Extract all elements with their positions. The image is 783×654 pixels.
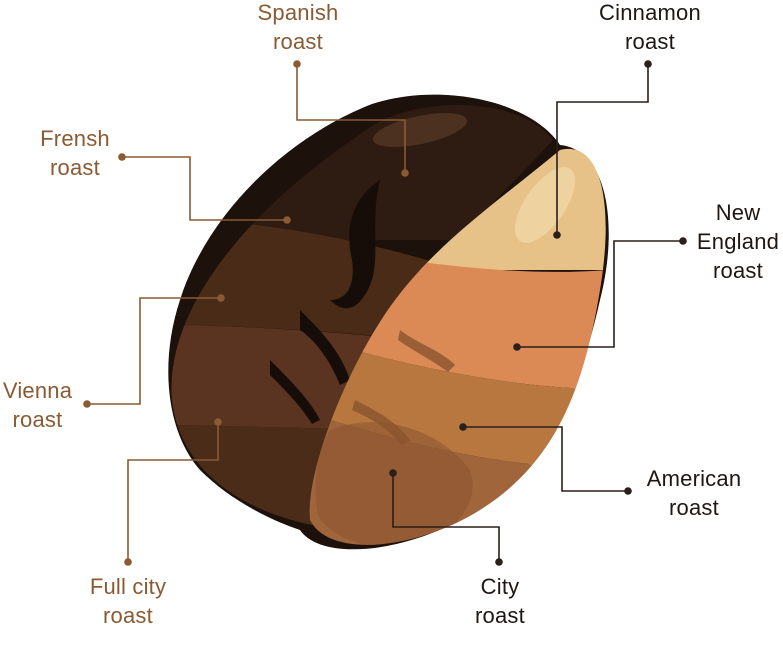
leader-frensh: [122, 156, 287, 221]
label-frensh-line2: roast: [50, 155, 100, 180]
dot-spanish-label: [293, 60, 301, 68]
label-cinnamon-line2: roast: [625, 29, 675, 54]
leader-cinnamon: [556, 64, 649, 235]
label-cinnamon-line1: Cinnamon: [599, 0, 701, 25]
label-spanish-line2: roast: [273, 29, 323, 54]
label-city-line1: City: [480, 574, 520, 599]
bean-highlight: [372, 113, 468, 147]
city-darker-lobe: [315, 422, 473, 545]
label-vienna-roast: Vienna roast: [0, 376, 85, 434]
label-new-england-line1: New: [715, 200, 761, 225]
label-frensh-line1: Frensh: [40, 126, 110, 151]
dot-vienna-bean: [217, 294, 225, 302]
dot-american-bean: [459, 423, 467, 431]
label-spanish-roast: Spanish roast: [248, 0, 348, 56]
dot-new-england-bean: [513, 343, 521, 351]
cinnamon-highlight: [514, 167, 576, 243]
label-city-line2: roast: [475, 603, 525, 628]
label-vienna-line2: roast: [12, 407, 63, 432]
right-veins: [352, 330, 455, 445]
dot-frensh-bean: [283, 216, 291, 224]
dot-full-city-label: [124, 558, 132, 566]
dot-city-label: [495, 558, 503, 566]
crease-veins: [270, 180, 380, 424]
leader-city: [392, 473, 500, 562]
label-cinnamon-roast: Cinnamon roast: [585, 0, 715, 56]
dot-vienna-label: [83, 400, 91, 408]
leader-full-city: [127, 422, 219, 562]
dot-american-label: [624, 487, 632, 495]
dot-frensh-label: [118, 153, 126, 161]
label-new-england-line2: England: [696, 229, 780, 254]
dot-full-city-bean: [214, 418, 222, 426]
label-new-england-line3: roast: [713, 258, 763, 283]
label-full-city-roast: Full city roast: [73, 572, 183, 630]
label-new-england-roast: New England roast: [688, 198, 783, 285]
label-city-roast: City roast: [455, 572, 545, 630]
label-american-roast: American roast: [634, 464, 754, 522]
label-american-line2: roast: [669, 495, 719, 520]
label-american-line1: American: [646, 466, 742, 491]
dot-new-england-label: [679, 237, 687, 245]
dot-cinnamon-bean: [553, 231, 561, 239]
label-full-city-line2: roast: [103, 603, 153, 628]
label-full-city-line1: Full city: [89, 574, 167, 599]
leader-spanish: [296, 64, 406, 173]
dot-cinnamon-label: [644, 60, 652, 68]
leader-vienna: [87, 297, 221, 405]
dot-city-bean: [389, 469, 397, 477]
label-frensh-roast: Frensh roast: [25, 124, 125, 182]
american-band: [309, 335, 606, 470]
label-vienna-line1: Vienna: [2, 378, 73, 403]
leader-american: [463, 426, 628, 492]
label-spanish-line1: Spanish: [257, 0, 339, 25]
dot-spanish-bean: [401, 169, 409, 177]
leader-new-england: [517, 240, 683, 348]
